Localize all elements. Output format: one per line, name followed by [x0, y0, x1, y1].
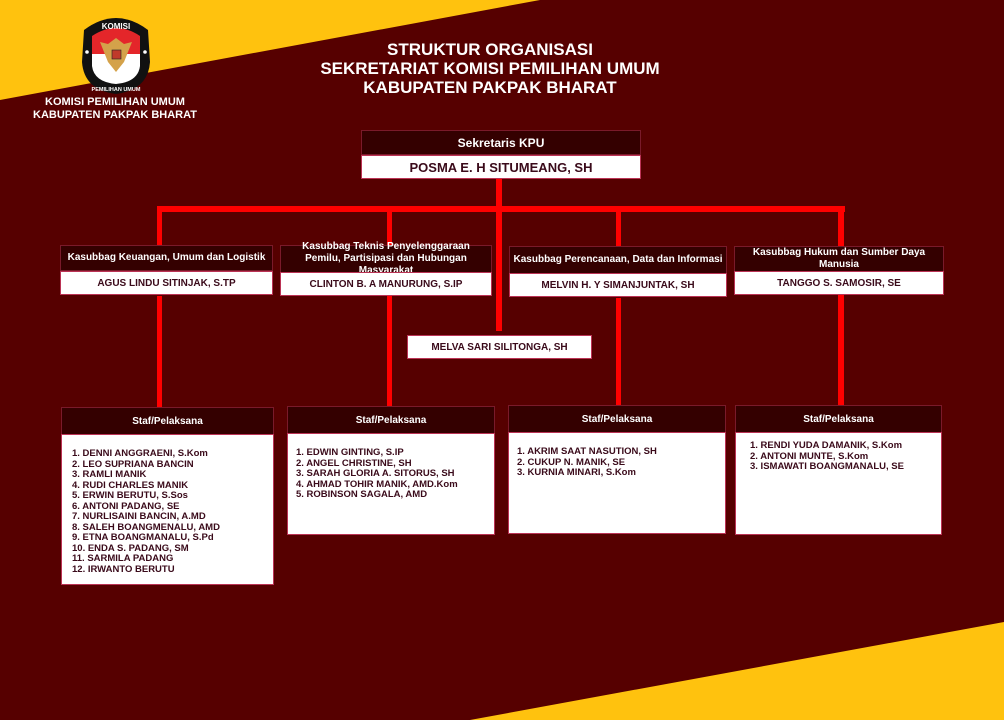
organization-name: KOMISI PEMILIHAN UMUM KABUPATEN PAKPAK B… — [20, 96, 210, 122]
kasubbag-role-perencanaan: Kasubbag Perencanaan, Data dan Informasi — [509, 246, 727, 274]
sekretaris-name: POSMA E. H SITUMEANG, SH — [361, 155, 641, 179]
staf-list-3: 1. AKRIM SAAT NASUTION, SH 2. CUKUP N. M… — [508, 432, 726, 534]
staf-title-2: Staf/Pelaksana — [287, 406, 495, 434]
staf-list-4: 1. RENDI YUDA DAMANIK, S.Kom 2. ANTONI M… — [735, 432, 942, 535]
staf-title-4: Staf/Pelaksana — [735, 405, 942, 433]
staf-list-2: 1. EDWIN GINTING, S.IP 2. ANGEL CHRISTIN… — [287, 433, 495, 535]
title-line2: SEKRETARIAT KOMISI PEMILIHAN UMUM — [320, 59, 660, 78]
connector-staf-4 — [838, 295, 844, 408]
staf-list-1: 1. DENNI ANGGRAENI, S.Kom 2. LEO SUPRIAN… — [61, 434, 274, 585]
kasubbag-name-hukum: TANGGO S. SAMOSIR, SE — [734, 271, 944, 295]
staf-member: 1. DENNI ANGGRAENI, S.Kom — [72, 448, 208, 459]
staf-member: 5. ERWIN BERUTU, S.Sos — [72, 490, 188, 501]
staf-member: 9. ETNA BOANGMANALU, S.Pd — [72, 532, 214, 543]
staf-member: 8. SALEH BOANGMENALU, AMD — [72, 521, 220, 533]
connector-staf-1 — [157, 296, 162, 408]
kasubbag-name-perencanaan: MELVIN H. Y SIMANJUNTAK, SH — [509, 273, 727, 297]
kasubbag-name-teknis: CLINTON B. A MANURUNG, S.IP — [280, 272, 492, 296]
org-name-line1: KOMISI PEMILIHAN UMUM — [45, 96, 185, 108]
staf-member: 12. IRWANTO BERUTU — [72, 563, 175, 575]
staf-member: 4. AHMAD TOHIR MANIK, AMD.Kom — [296, 478, 458, 490]
connector-drop-2 — [387, 206, 392, 246]
staf-member: 2. LEO SUPRIANA BANCIN — [72, 458, 194, 470]
staf-member: 3. SARAH GLORIA A. SITORUS, SH — [296, 468, 455, 479]
kasubbag-role-hukum: Kasubbag Hukum dan Sumber Daya Manusia — [734, 246, 944, 272]
staf-member: 7. NURLISAINI BANCIN, A.MD — [72, 511, 206, 522]
staf-member: 2. ANGEL CHRISTINE, SH — [296, 457, 412, 469]
svg-text:KOMISI: KOMISI — [102, 22, 130, 31]
title-line3: KABUPATEN PAKPAK BHARAT — [363, 78, 617, 97]
kpu-garuda-emblem-icon: KOMISI PEMILIHAN UMUM — [82, 18, 150, 94]
staf-member: 5. ROBINSON SAGALA, AMD — [296, 489, 428, 500]
bottom-right-accent — [470, 622, 1004, 720]
connector-trunk — [496, 179, 502, 331]
staf-member: 2. CUKUP N. MANIK, SE — [517, 456, 626, 468]
page-title: STRUKTUR ORGANISASI SEKRETARIAT KOMISI P… — [250, 40, 730, 97]
staf-member: 11. SARMILA PADANG — [72, 553, 174, 564]
staf-member: 4. RUDI CHARLES MANIK — [72, 479, 189, 491]
kasubbag-role-teknis: Kasubbag Teknis Penyelenggaraan Pemilu, … — [280, 241, 492, 276]
staf-member: 1. RENDI YUDA DAMANIK, S.Kom — [750, 440, 903, 451]
connector-staf-2 — [387, 296, 392, 408]
staf-member: 3. ISMAWATI BOANGMANALU, SE — [750, 461, 904, 472]
connector-horizontal — [157, 206, 845, 212]
staf-member: 10. ENDA S. PADANG, SM — [72, 542, 189, 554]
staf-member: 2. ANTONI MUNTE, S.Kom — [750, 450, 869, 462]
connector-drop-3 — [616, 206, 621, 246]
staf-member: 3. RAMLI MANIK — [72, 469, 147, 480]
connector-drop-1 — [157, 206, 162, 246]
kasubbag-name-keuangan: AGUS LINDU SITINJAK, S.TP — [60, 271, 273, 295]
staf-member: 6. ANTONI PADANG, SE — [72, 500, 180, 512]
sekretaris-role: Sekretaris KPU — [361, 130, 641, 155]
staf-title-1: Staf/Pelaksana — [61, 407, 274, 435]
svg-text:PEMILIHAN UMUM: PEMILIHAN UMUM — [92, 87, 141, 93]
connector-staf-3 — [616, 298, 621, 408]
staf-member: 3. KURNIA MINARI, S.Kom — [517, 467, 636, 478]
staf-member: 1. AKRIM SAAT NASUTION, SH — [517, 446, 657, 457]
org-name-line2: KABUPATEN PAKPAK BHARAT — [33, 109, 197, 121]
kasubbag-role-keuangan: Kasubbag Keuangan, Umum dan Logistik — [60, 245, 273, 271]
kpu-logo: KOMISI PEMILIHAN UMUM — [78, 12, 154, 94]
connector-drop-4 — [838, 206, 844, 246]
bendahara-name: MELVA SARI SILITONGA, SH — [407, 335, 592, 359]
title-line1: STRUKTUR ORGANISASI — [387, 40, 593, 59]
staf-member: 1. EDWIN GINTING, S.IP — [296, 447, 404, 458]
staf-title-3: Staf/Pelaksana — [508, 405, 726, 433]
